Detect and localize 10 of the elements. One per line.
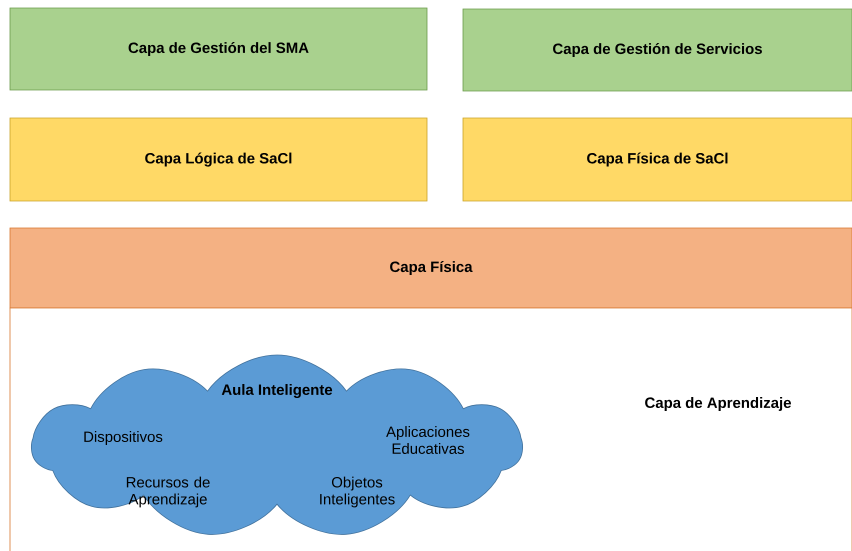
layer-box: Capa Física de SaCl — [462, 118, 852, 202]
layer-box: Capa de Gestión de Servicios — [462, 8, 852, 92]
layer-box: Capa de Gestión del SMA — [10, 8, 428, 90]
heading-text: Aula Inteligente — [222, 384, 332, 398]
layer-box: Capa Física — [10, 228, 852, 308]
layer-box: Capa Lógica de SaCl — [10, 118, 428, 202]
heading-text: Capa de Aprendizaje — [645, 397, 791, 411]
item-label: Dispositivos — [84, 431, 162, 445]
item-label: Aplicaciones Educativas — [386, 426, 470, 454]
item-label: Objetos Inteligentes — [320, 476, 395, 508]
